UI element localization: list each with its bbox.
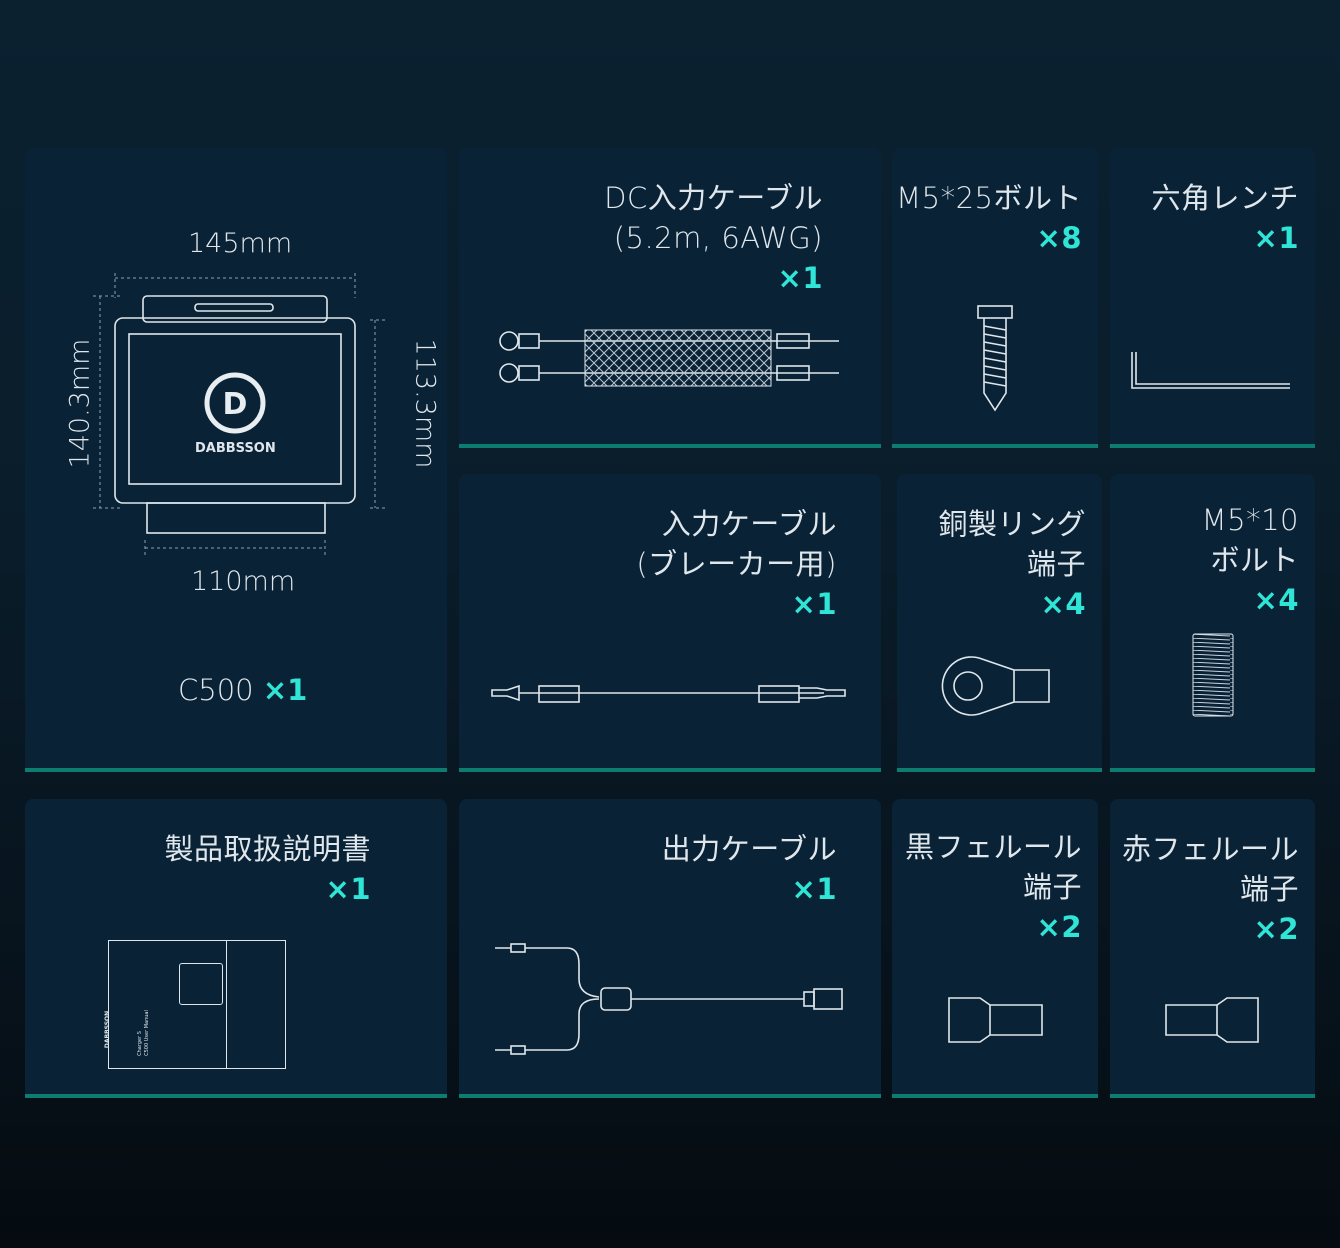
item-card-output-cable: 出力ケーブル×1 — [459, 799, 881, 1098]
base-width-dimension: 110mm — [191, 566, 296, 597]
c500-device-drawing: D — [93, 273, 385, 556]
width-dimension: 145mm — [188, 228, 293, 259]
ring-terminal-icon — [941, 656, 1050, 716]
item-card-m5x25-bolt: M5*25ボルト×8 — [892, 148, 1098, 448]
item-name: C500 — [178, 673, 254, 707]
hex-wrench-icon — [1131, 352, 1290, 389]
item-card-hex-wrench: 六角レンチ×1 — [1110, 148, 1315, 448]
item-card-copper-ring-terminal: 銅製リング端子×4 — [897, 474, 1102, 772]
svg-text:D: D — [223, 387, 248, 422]
ferrule-icon — [1165, 997, 1259, 1043]
item-label: 赤フェルール端子×2 — [1121, 832, 1299, 946]
item-card-black-ferrule: 黒フェルール端子×2 — [892, 799, 1098, 1098]
item-label: 入力ケーブル(ブレーカー用)×1 — [636, 507, 837, 621]
item-card-breaker-input-cable: 入力ケーブル(ブレーカー用)×1 — [459, 474, 881, 772]
breaker-cable-icon — [491, 684, 846, 703]
item-label: 製品取扱説明書×1 — [164, 832, 371, 906]
item-qty: ×1 — [262, 673, 308, 707]
ferrule-icon — [948, 997, 1043, 1043]
item-label: M5*25ボルト×8 — [896, 181, 1082, 255]
item-label: DC入力ケーブル(5.2m, 6AWG)×1 — [604, 181, 823, 295]
item-label: 六角レンチ×1 — [1151, 181, 1299, 255]
manual-brand: DABBSSON — [104, 1010, 112, 1049]
item-label: C500 ×1 — [178, 673, 307, 707]
dc-cable-icon — [499, 329, 839, 387]
item-label: 出力ケーブル×1 — [661, 832, 837, 906]
short-bolt-icon — [1192, 633, 1234, 717]
item-label: 黒フェルール端子×2 — [904, 830, 1082, 944]
brand-logo: DABBSSON — [195, 441, 276, 456]
item-card-c500: 145mm 140.3mm 113.3mm 110mm D DABBSSON C… — [25, 148, 447, 772]
item-card-dc-input-cable: DC入力ケーブル(5.2m, 6AWG)×1 — [459, 148, 881, 448]
item-card-red-ferrule: 赤フェルール端子×2 — [1110, 799, 1315, 1098]
bolt-icon — [977, 305, 1013, 412]
item-label: 銅製リング端子×4 — [938, 507, 1086, 621]
output-cable-icon — [495, 943, 843, 1055]
